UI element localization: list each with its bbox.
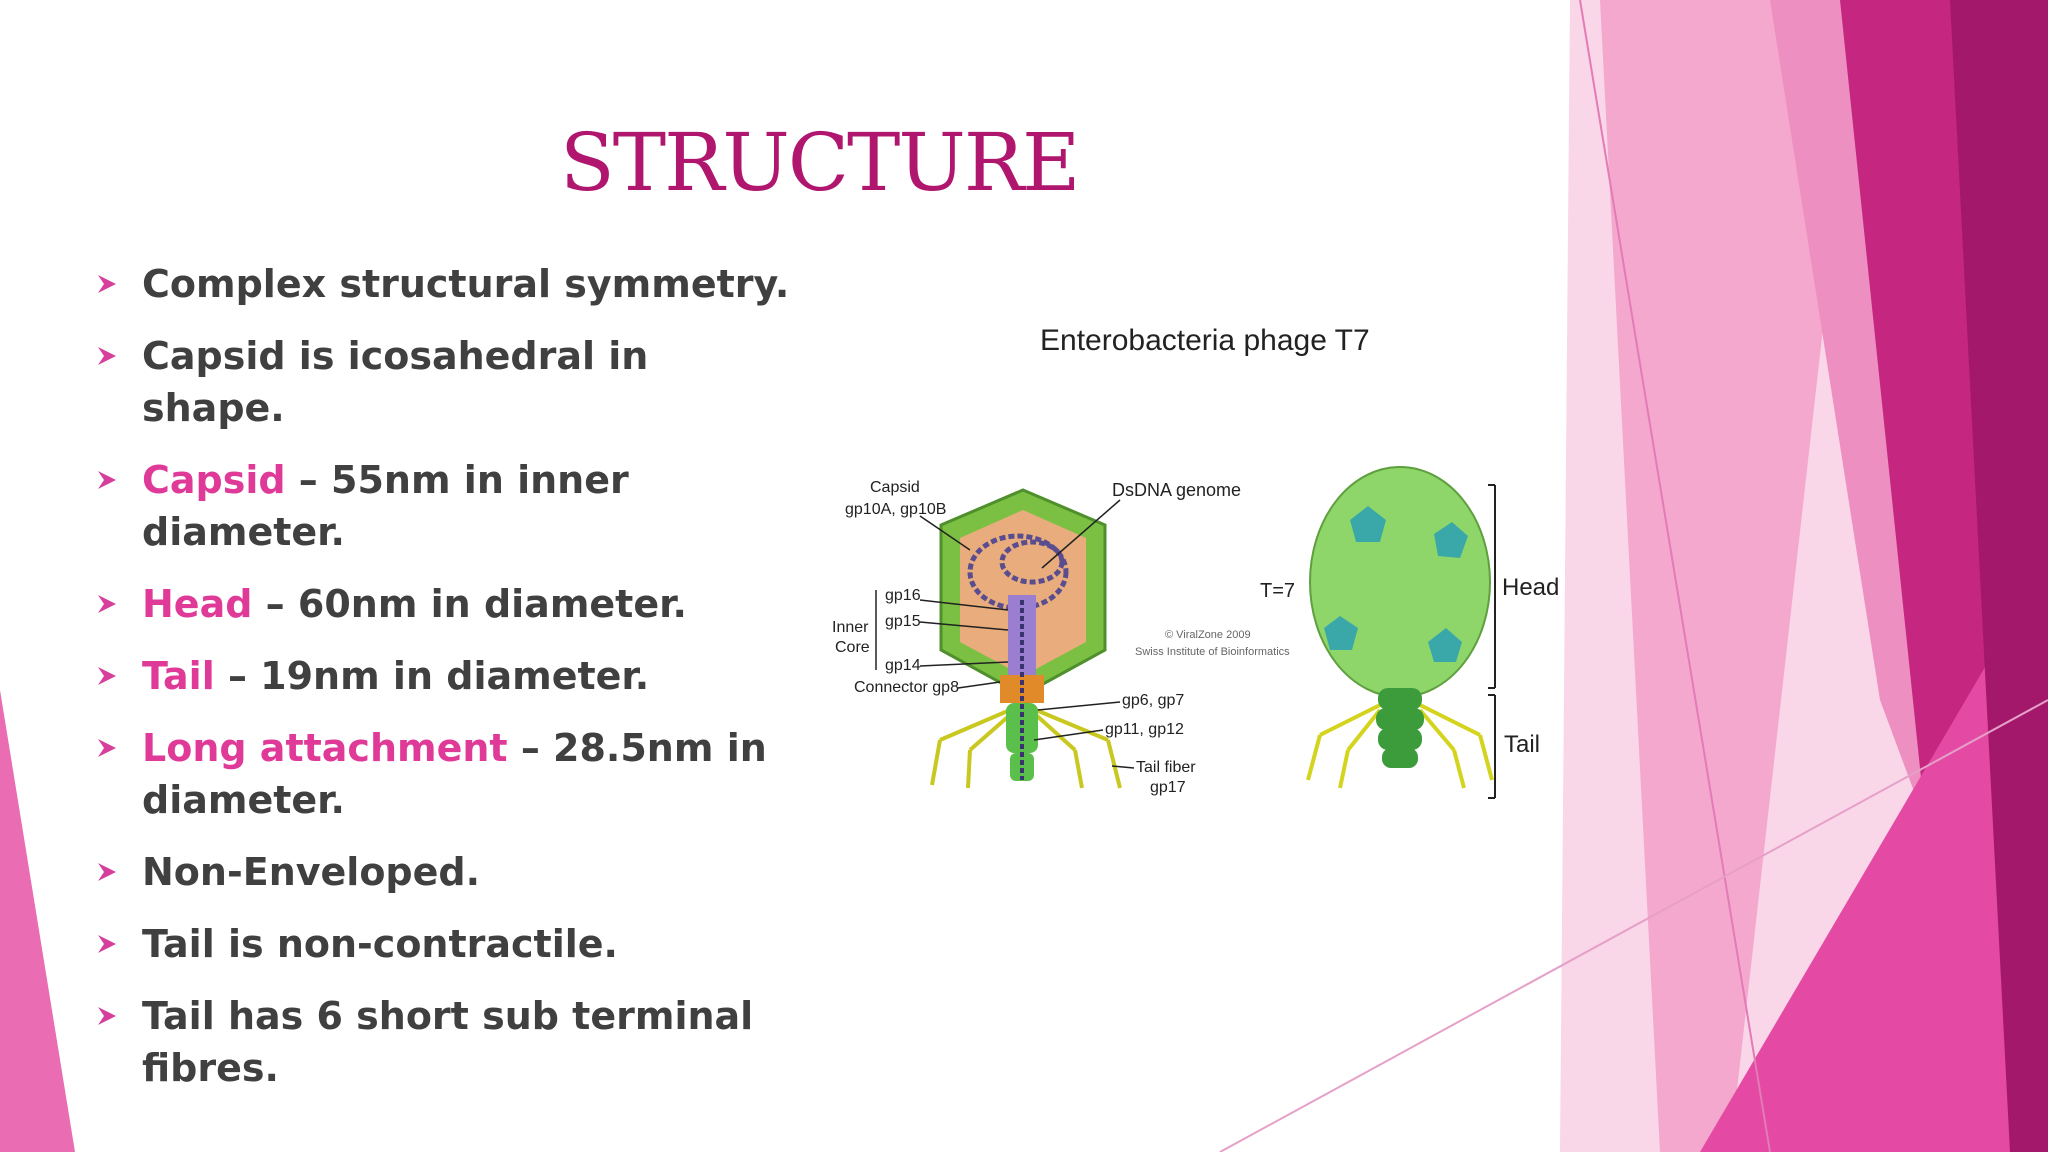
tail-fiber-line [1418,708,1456,752]
figure-title: Enterobacteria phage T7 [1040,324,1370,357]
tail-segment [1378,728,1422,750]
label-connector: Connector gp8 [854,679,959,696]
tail-fiber-line [930,739,942,786]
label-gp15: gp15 [885,613,921,630]
label-gp16: gp16 [885,587,921,604]
arrow-bullet-icon [98,595,116,613]
tail-fiber-line [1478,734,1494,781]
bullet-item: Capsid – 55nm in inner diameter. [96,454,796,558]
label-gp11-gp12: gp11, gp12 [1105,721,1184,738]
arrow-bullet-icon [98,667,116,685]
arrow-bullet-icon [98,863,116,881]
bullet-highlight: Head [142,582,253,626]
label-dsdna: DsDNA genome [1112,480,1241,500]
arrow-bullet-icon [98,471,116,489]
capsid-head [1309,466,1491,698]
right-dark-shape [1950,0,2048,1152]
pointer-line [919,621,1009,631]
bullet-text: – 28.5nm in diameter. [142,726,767,822]
bullet-text: Capsid is icosahedral in shape. [142,334,649,430]
pointer-line [1041,499,1121,569]
bullet-text: Tail has 6 short sub terminal fibres. [142,994,754,1090]
phage-cross-section [930,488,1122,789]
bullet-item: Complex structural symmetry. [96,258,796,310]
label-capsid-gp: gp10A, gp10B [845,501,946,518]
tail-fiber-line [1073,749,1084,789]
capsid-vertex [1324,616,1358,650]
capsid-vertex [1434,522,1468,558]
pointer-line [1037,701,1121,711]
label-t7-number: T=7 [1260,580,1295,602]
label-capsid: Capsid [870,479,920,496]
decor-line-1 [1579,0,1771,1152]
tail-fiber-line [1419,703,1481,737]
tail-fiber-line [939,708,1011,742]
tail-fiber-line [1319,703,1381,737]
label-gp6-gp7: gp6, gp7 [1122,692,1184,709]
label-tail: Tail [1504,731,1540,758]
pointer-line [1033,729,1104,741]
tail-segment [1376,708,1424,730]
bullet-item: Tail – 19nm in diameter. [96,650,796,702]
arrow-bullet-icon [98,275,116,293]
label-gp14: gp14 [885,657,921,674]
tail-segment [1382,748,1418,768]
label-gp17: gp17 [1150,779,1186,796]
bullet-item: Tail has 6 short sub terminal fibres. [96,990,796,1094]
tail-fiber-line [968,713,1012,752]
bullet-item: Tail is non-contractile. [96,918,796,970]
bullet-text: Non-Enveloped. [142,850,481,894]
capsid-vertex [1350,506,1386,542]
phage-t7-figure: Enterobacteria phage T7 Capsid gp10A, gp… [832,324,1559,799]
copyright-line-1: © ViralZone 2009 [1165,629,1251,641]
capsid-vertex [1428,628,1462,662]
pointer-line [919,515,971,551]
bullet-item: Long attachment – 28.5nm in diameter. [96,722,796,826]
pointer-line [1111,765,1135,769]
tail-fiber-line [1452,749,1466,789]
bullet-highlight: Long attachment [142,726,508,770]
bullet-item: Capsid is icosahedral in shape. [96,330,796,434]
pointer-line [957,681,1001,689]
tail-fiber-line [1035,708,1109,742]
bullet-item: Head – 60nm in diameter. [96,578,796,630]
pointer-line [919,599,1009,611]
arrow-bullet-icon [98,1007,116,1025]
arrow-bullet-icon [98,739,116,757]
copyright-line-2: Swiss Institute of Bioinformatics [1135,646,1290,658]
bullet-text: Tail is non-contractile. [142,922,618,966]
bullet-text: – 55nm in inner diameter. [142,458,629,554]
tail-fiber-line [1346,708,1382,752]
slide-title: STRUCTURE [560,116,1080,209]
label-head: Head [1502,574,1559,601]
arrow-bullet-icon [98,935,116,953]
label-inner: Inner [832,619,869,636]
dna-coil [999,539,1065,585]
bullet-highlight: Tail [142,654,215,698]
pointer-line [919,661,1009,667]
bullet-item: Non-Enveloped. [96,846,796,898]
left-pink-shape [0,690,75,1152]
decor-line-2 [1219,699,2048,1152]
tail-fiber-line [966,749,972,789]
bullet-text: – 60nm in diameter. [252,582,687,626]
arrow-bullet-icon [98,347,116,365]
label-tail-fiber: Tail fiber [1136,759,1196,776]
bullet-text: Complex structural symmetry. [142,262,790,306]
tail-tip [1010,753,1034,781]
bullet-highlight: Capsid [142,458,286,502]
tail-fiber-line [1306,734,1322,781]
right-bright-shape [1700,560,2048,1152]
bullet-list: Complex structural symmetry. Capsid is i… [96,258,796,1114]
label-core: Core [835,639,870,656]
phage-3d-model [1306,466,1494,789]
tail-fiber-line [1106,739,1122,789]
tail-segment [1378,688,1422,710]
bullet-text: – 19nm in diameter. [214,654,650,698]
right-light-shape [1600,0,1860,1152]
tail-fiber-line [1338,749,1350,789]
tail-fiber-line [1034,713,1077,752]
